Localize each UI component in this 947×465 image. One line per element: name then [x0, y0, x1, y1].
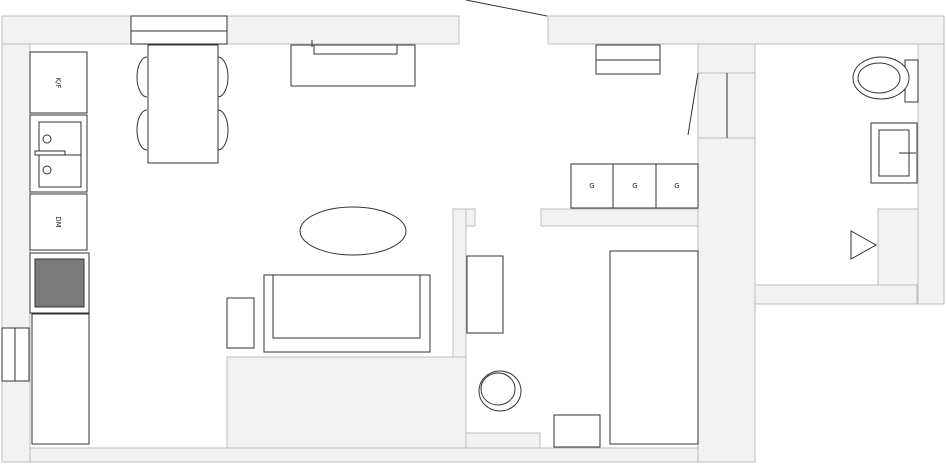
- bedroom: G G G: [466, 44, 699, 448]
- shower-triangle-icon: [850, 230, 878, 260]
- nightstand: [553, 414, 601, 448]
- fridge: [29, 51, 88, 114]
- office-chair-seat: [480, 372, 516, 406]
- entrance-door: [465, 0, 548, 17]
- wall-living-partition: [452, 208, 467, 358]
- living-room: [226, 40, 431, 353]
- wall-top-right: [547, 15, 945, 45]
- wall-left: [1, 43, 31, 463]
- kitchen-counter: [31, 313, 90, 445]
- kitchen: K/F DM: [1, 51, 90, 445]
- desk: [466, 255, 504, 334]
- sofa: [263, 274, 431, 353]
- wardrobe-label: G: [674, 182, 679, 190]
- wall-bedroom-ledge: [465, 432, 541, 449]
- bathroom: [850, 56, 919, 260]
- dining-table: [147, 44, 219, 164]
- toilet-bowl-inner: [857, 62, 901, 94]
- wall-top-left: [1, 15, 460, 45]
- dishwasher: [29, 193, 88, 251]
- wall-living-lower: [226, 356, 467, 449]
- wall-living-nib: [465, 208, 476, 227]
- walls: [1, 15, 945, 463]
- dishwasher-label: DM: [54, 216, 62, 227]
- wardrobe-label: G: [589, 182, 594, 190]
- dining-chair: [217, 56, 229, 98]
- office-chair: [478, 370, 522, 412]
- closet-door: [687, 72, 699, 136]
- wall-shower-partition: [877, 208, 919, 286]
- wall-bottom: [29, 447, 699, 463]
- wall-hall-partition: [540, 208, 699, 227]
- dining-chair: [217, 109, 229, 151]
- wardrobe-label: G: [632, 182, 637, 190]
- wardrobe: [570, 163, 699, 209]
- tv: [313, 44, 398, 55]
- sink-drain-icon: [42, 134, 52, 144]
- fridge-label: K/F: [54, 78, 62, 89]
- wall-bathroom-bottom: [754, 284, 918, 305]
- faucet-icon: [34, 150, 66, 156]
- dining: [130, 15, 229, 164]
- toilet-bowl-icon: [852, 56, 910, 100]
- sofa-seat: [272, 274, 421, 339]
- stove-top: [34, 258, 85, 308]
- side-table: [226, 297, 255, 349]
- dining-chair: [136, 56, 148, 98]
- bench: [130, 15, 228, 45]
- coffee-table: [299, 206, 407, 256]
- wall-right: [917, 43, 945, 305]
- bed: [609, 250, 699, 445]
- dining-chair: [136, 109, 148, 151]
- sink-drain-icon: [42, 165, 52, 175]
